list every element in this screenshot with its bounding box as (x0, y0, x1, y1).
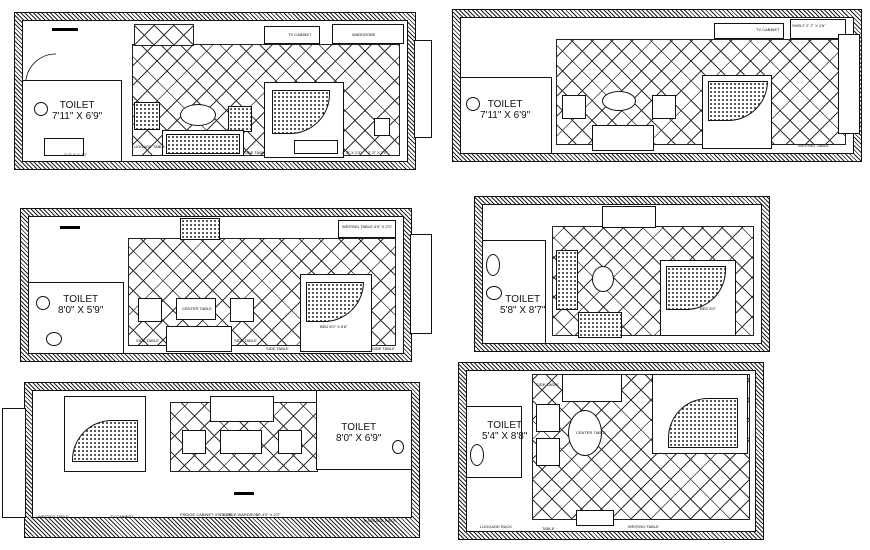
shelf-label: SHELF 2'-7" X 1'6" (792, 23, 826, 28)
side-table-label: SIDE TABLE (266, 346, 289, 351)
writing-table-label: WRITING TABLE 4'0" X 2'0" (342, 224, 393, 229)
dim-label: 2'-0" X 1'-10" (64, 152, 88, 157)
tv-cabinet (264, 26, 320, 44)
sofa (556, 250, 578, 310)
armchair (536, 438, 560, 466)
balcony-outline (410, 234, 432, 334)
sofa (562, 374, 622, 402)
center-table (176, 298, 216, 320)
toilet-room (466, 406, 522, 478)
armchair (134, 102, 160, 130)
side-table-label: SIDE TABLE (136, 338, 159, 343)
washbasin (466, 97, 480, 111)
balcony-outline (838, 34, 860, 134)
washbasin (36, 296, 50, 310)
tv-cabinet-label: TV CABINET (110, 514, 134, 519)
table-label: TABLE (542, 526, 555, 531)
sofa (210, 396, 274, 422)
wardrobe (332, 24, 404, 44)
tv-cabinet-label: TV CABINET (288, 32, 312, 37)
fridge-cabinet-label: FRIDGE CABINET 4'0" X 2'0" (180, 512, 233, 517)
center-table (568, 410, 602, 456)
wardrobe-label: DOUBLE WARDROBE 4'0" X 2'0" (220, 512, 281, 517)
center-table-label: CENTER TABLE (576, 430, 606, 435)
tiled-floor-upper (134, 24, 194, 46)
bed-label: BED 6'0" X 6'6" (320, 324, 348, 329)
armchair (182, 430, 206, 454)
center-table-label: CENTER TABLE (182, 306, 212, 311)
wc (44, 138, 84, 156)
toilet-room (28, 282, 124, 354)
bed-label: BED 6'0" (700, 306, 716, 311)
side-table-label: SIDE TABLE (372, 346, 395, 351)
bed-cover (306, 282, 364, 322)
dim-label: 2'-3" X 2'0" (368, 150, 388, 155)
wall-tag (60, 226, 80, 229)
wc (486, 286, 502, 300)
center-table (180, 104, 216, 126)
armchair (652, 95, 676, 119)
balcony-outline (2, 408, 26, 518)
wc (46, 332, 62, 346)
chair (374, 118, 390, 136)
sofa (592, 125, 654, 151)
armchair (578, 312, 622, 338)
writing-table-label: WRITING TABLE (798, 143, 829, 148)
toilet-room (460, 77, 552, 154)
sofa-cushion (166, 134, 240, 154)
wardrobe-label: WARDROBE (352, 32, 376, 37)
luggage-rack-label: LUGGAGE RACK (480, 524, 513, 529)
center-table (592, 266, 614, 292)
tv-cabinet-label: TV CABINET (756, 27, 780, 32)
wall-tag (52, 28, 78, 31)
luggage-rack-label: LUGGAGE RACK (364, 518, 397, 523)
washbasin (34, 102, 48, 116)
pillow (294, 140, 338, 154)
sofa (166, 326, 232, 352)
balcony-outline (414, 40, 432, 138)
armchair (228, 106, 252, 132)
writing-table-label: WRITING TABLE (628, 524, 659, 529)
center-table (220, 430, 262, 454)
side-table-label: SIDE TABLE (234, 338, 257, 343)
wardrobe (602, 206, 656, 228)
wc (392, 440, 404, 454)
luggage-label: LUGGAGE TABLE (132, 144, 166, 149)
writing-table (338, 220, 396, 238)
armchair (138, 298, 162, 322)
toilet-room (316, 390, 412, 470)
armchair (536, 404, 560, 432)
wardrobe (576, 510, 614, 526)
armchair (230, 298, 254, 322)
wall-tag (234, 492, 254, 495)
washbasin (470, 444, 484, 466)
side-table-label: SIDE TABLE (536, 382, 559, 387)
writing-table-label: WRITING TABLE (38, 514, 69, 519)
washbasin (486, 254, 500, 276)
center-table (602, 91, 636, 111)
armchair (562, 95, 586, 119)
dim-label: 2'-3" X 1'3" (342, 150, 362, 155)
tv-cabinet (714, 23, 784, 39)
wardrobe (180, 218, 220, 240)
shelf (790, 19, 846, 39)
door-arc (25, 53, 57, 81)
side-table-label: SIDE TABLE (244, 150, 267, 155)
armchair (278, 430, 302, 454)
